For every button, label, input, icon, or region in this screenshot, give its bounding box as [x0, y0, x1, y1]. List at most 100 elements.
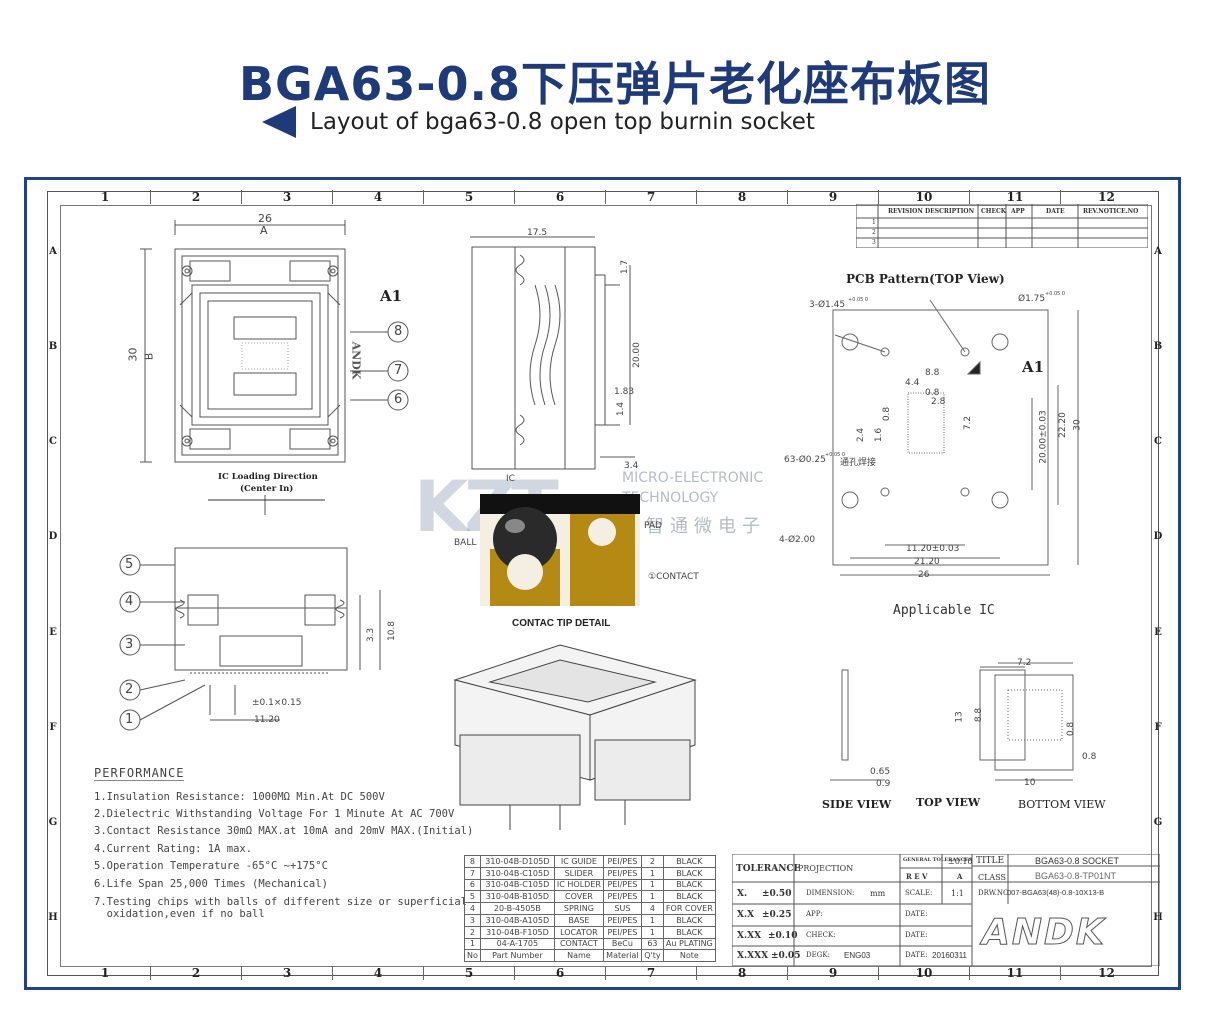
side-label-1: 1: [125, 712, 134, 727]
top-brand-mark: ANDK: [349, 341, 363, 380]
pcb-dim-08a: 0.8: [925, 388, 940, 398]
pcb-hole-b-tol: +0.05 0: [1045, 291, 1066, 297]
pcb-dim-44: 4.4: [905, 378, 920, 388]
tb-date2-label: DATE:: [905, 931, 928, 939]
performance-item: oxidation,even if no ball: [94, 908, 265, 920]
ruler-bottom-col-7: 7: [606, 966, 697, 980]
bom-cell: LOCATOR: [553, 925, 604, 939]
tb-scale-val: 1:1: [951, 889, 964, 898]
rev-row-2: 2: [872, 229, 876, 236]
ruler-right-row-A: A: [1154, 245, 1162, 257]
bom-cell: PEI/PES: [602, 913, 642, 927]
pcb-dim-2000: 20.00±0.03: [1038, 410, 1049, 464]
loading-sub: (Center In): [240, 484, 294, 494]
bom-cell: Material: [602, 949, 642, 963]
bom-cell: 2: [640, 855, 664, 868]
subtitle-text: Layout of bga63-0.8 open top burnin sock…: [310, 109, 815, 135]
tb-dimension-val: mm: [870, 889, 886, 898]
tb-drw-val: 007-BGA63(48)-0.8-10X13-B: [1007, 888, 1105, 897]
ruler-left-row-C: C: [49, 436, 57, 448]
ruler-left-row-H: H: [48, 912, 58, 924]
contact-contact-label: ①CONTACT: [648, 572, 699, 582]
title-block-grid: [732, 854, 1160, 966]
tb-dimension-label: DIMENSION:: [806, 889, 855, 897]
performance-item: 7.Testing chips with balls of different …: [94, 896, 467, 908]
bom-cell: 20-B-4505B: [479, 902, 555, 915]
tb-app-label: APP:: [806, 910, 823, 918]
ruler-left-row-F: F: [49, 721, 57, 733]
ruler-left-row-E: E: [49, 626, 57, 638]
tb-drw-label: DRW.NO: [978, 889, 1009, 897]
ic-dim-065: 0.65: [870, 767, 891, 777]
rev-h-date: DATE: [1046, 208, 1065, 215]
page-subtitle: Layout of bga63-0.8 open top burnin sock…: [262, 104, 815, 140]
tb-logo: ANDK: [982, 912, 1106, 954]
bom-cell: IC GUIDE: [553, 855, 604, 868]
drawing-area: [60, 205, 1152, 967]
front-dim-b: 20.00: [631, 342, 642, 368]
bom-cell: PEI/PES: [602, 855, 642, 868]
ruler-bottom-col-8: 8: [697, 966, 788, 980]
front-dim-d: 1.4: [616, 401, 627, 417]
ruler-left-row-A: A: [49, 245, 57, 257]
ruler-bottom-col-11: 11: [970, 966, 1061, 980]
rev-h-desc: REVISION DESCRIPTION: [888, 208, 975, 215]
ruler-bottom-col-6: 6: [515, 966, 606, 980]
ruler-top-col-2: 2: [151, 190, 242, 204]
ruler-left-row-D: D: [48, 531, 58, 543]
contact-ic-label: IC: [506, 474, 515, 484]
bom-cell: 310-04B-F105D: [479, 925, 555, 939]
revision-table: [856, 204, 1148, 248]
tb-tol-xx: X.X: [737, 910, 755, 920]
pcb-dim-28: 2.8: [931, 397, 946, 407]
ruler-bottom-col-4: 4: [333, 966, 424, 980]
ic-top-view: TOP VIEW: [916, 796, 981, 809]
ic-dim-08b: 0.8: [1082, 752, 1097, 762]
bom-cell: 310-04B-C105D: [479, 878, 555, 892]
tb-class-label: CLASS: [978, 873, 1007, 882]
tb-date1-label: DATE:: [905, 910, 928, 918]
bom-cell: 2: [464, 925, 481, 939]
tb-rev-label: R E V: [906, 872, 928, 881]
ruler-bottom-col-2: 2: [151, 966, 242, 980]
bom-cell: 1: [640, 866, 664, 880]
applicable-ic-title: Applicable IC: [893, 603, 995, 618]
bom-cell: 8: [464, 855, 481, 868]
ic-dim-88: 8.8: [974, 707, 985, 723]
tb-tol-x-val: ±0.50: [762, 889, 792, 899]
front-dim-top: 17.5: [527, 228, 548, 238]
rev-h-app: APP: [1011, 208, 1025, 215]
top-label-7: 7: [394, 363, 403, 378]
front-dim-c: 1.83: [614, 387, 635, 397]
tb-check-label: CHECK:: [806, 931, 836, 939]
bom-cell: BLACK: [662, 890, 716, 904]
performance-item: 2.Dielectric Withstanding Voltage For 1 …: [94, 808, 455, 820]
rev-row-1: 1: [872, 219, 876, 226]
bom-cell: Name: [553, 949, 604, 963]
performance-heading: PERFORMANCE: [94, 766, 185, 781]
dim-width-ref: A: [260, 224, 268, 237]
pcb-a1: A1: [1022, 358, 1045, 376]
ruler-bottom-col-9: 9: [788, 966, 879, 980]
pcb-hole-b: Ø1.75: [1018, 294, 1046, 304]
tb-degk-label: DEGK:: [806, 951, 830, 959]
front-section-drawing: [470, 236, 635, 470]
bom-cell: Part Number: [479, 949, 555, 963]
page-title: BGA63-0.8下压弹片老化座布板图: [238, 57, 991, 111]
front-dim-a: 1.7: [620, 259, 631, 275]
bom-cell: IC HOLDER: [553, 878, 604, 892]
bom-cell: 63: [640, 937, 664, 951]
tb-degk-val: ENG03: [844, 951, 871, 960]
tb-scale-label: SCALE:: [905, 889, 933, 897]
pcb-hole-a-tol: +0.05 0: [848, 297, 869, 303]
ruler-top-col-3: 3: [242, 190, 333, 204]
ruler-right-row-G: G: [1153, 817, 1163, 829]
triangle-icon: [262, 106, 296, 138]
ruler-left-row-G: G: [48, 817, 58, 829]
side-dim-h2: 10.8: [387, 620, 398, 642]
performance-block: PERFORMANCE 1.Insulation Resistance: 100…: [94, 766, 473, 925]
pcb-pattern-drawing: [832, 299, 1079, 576]
